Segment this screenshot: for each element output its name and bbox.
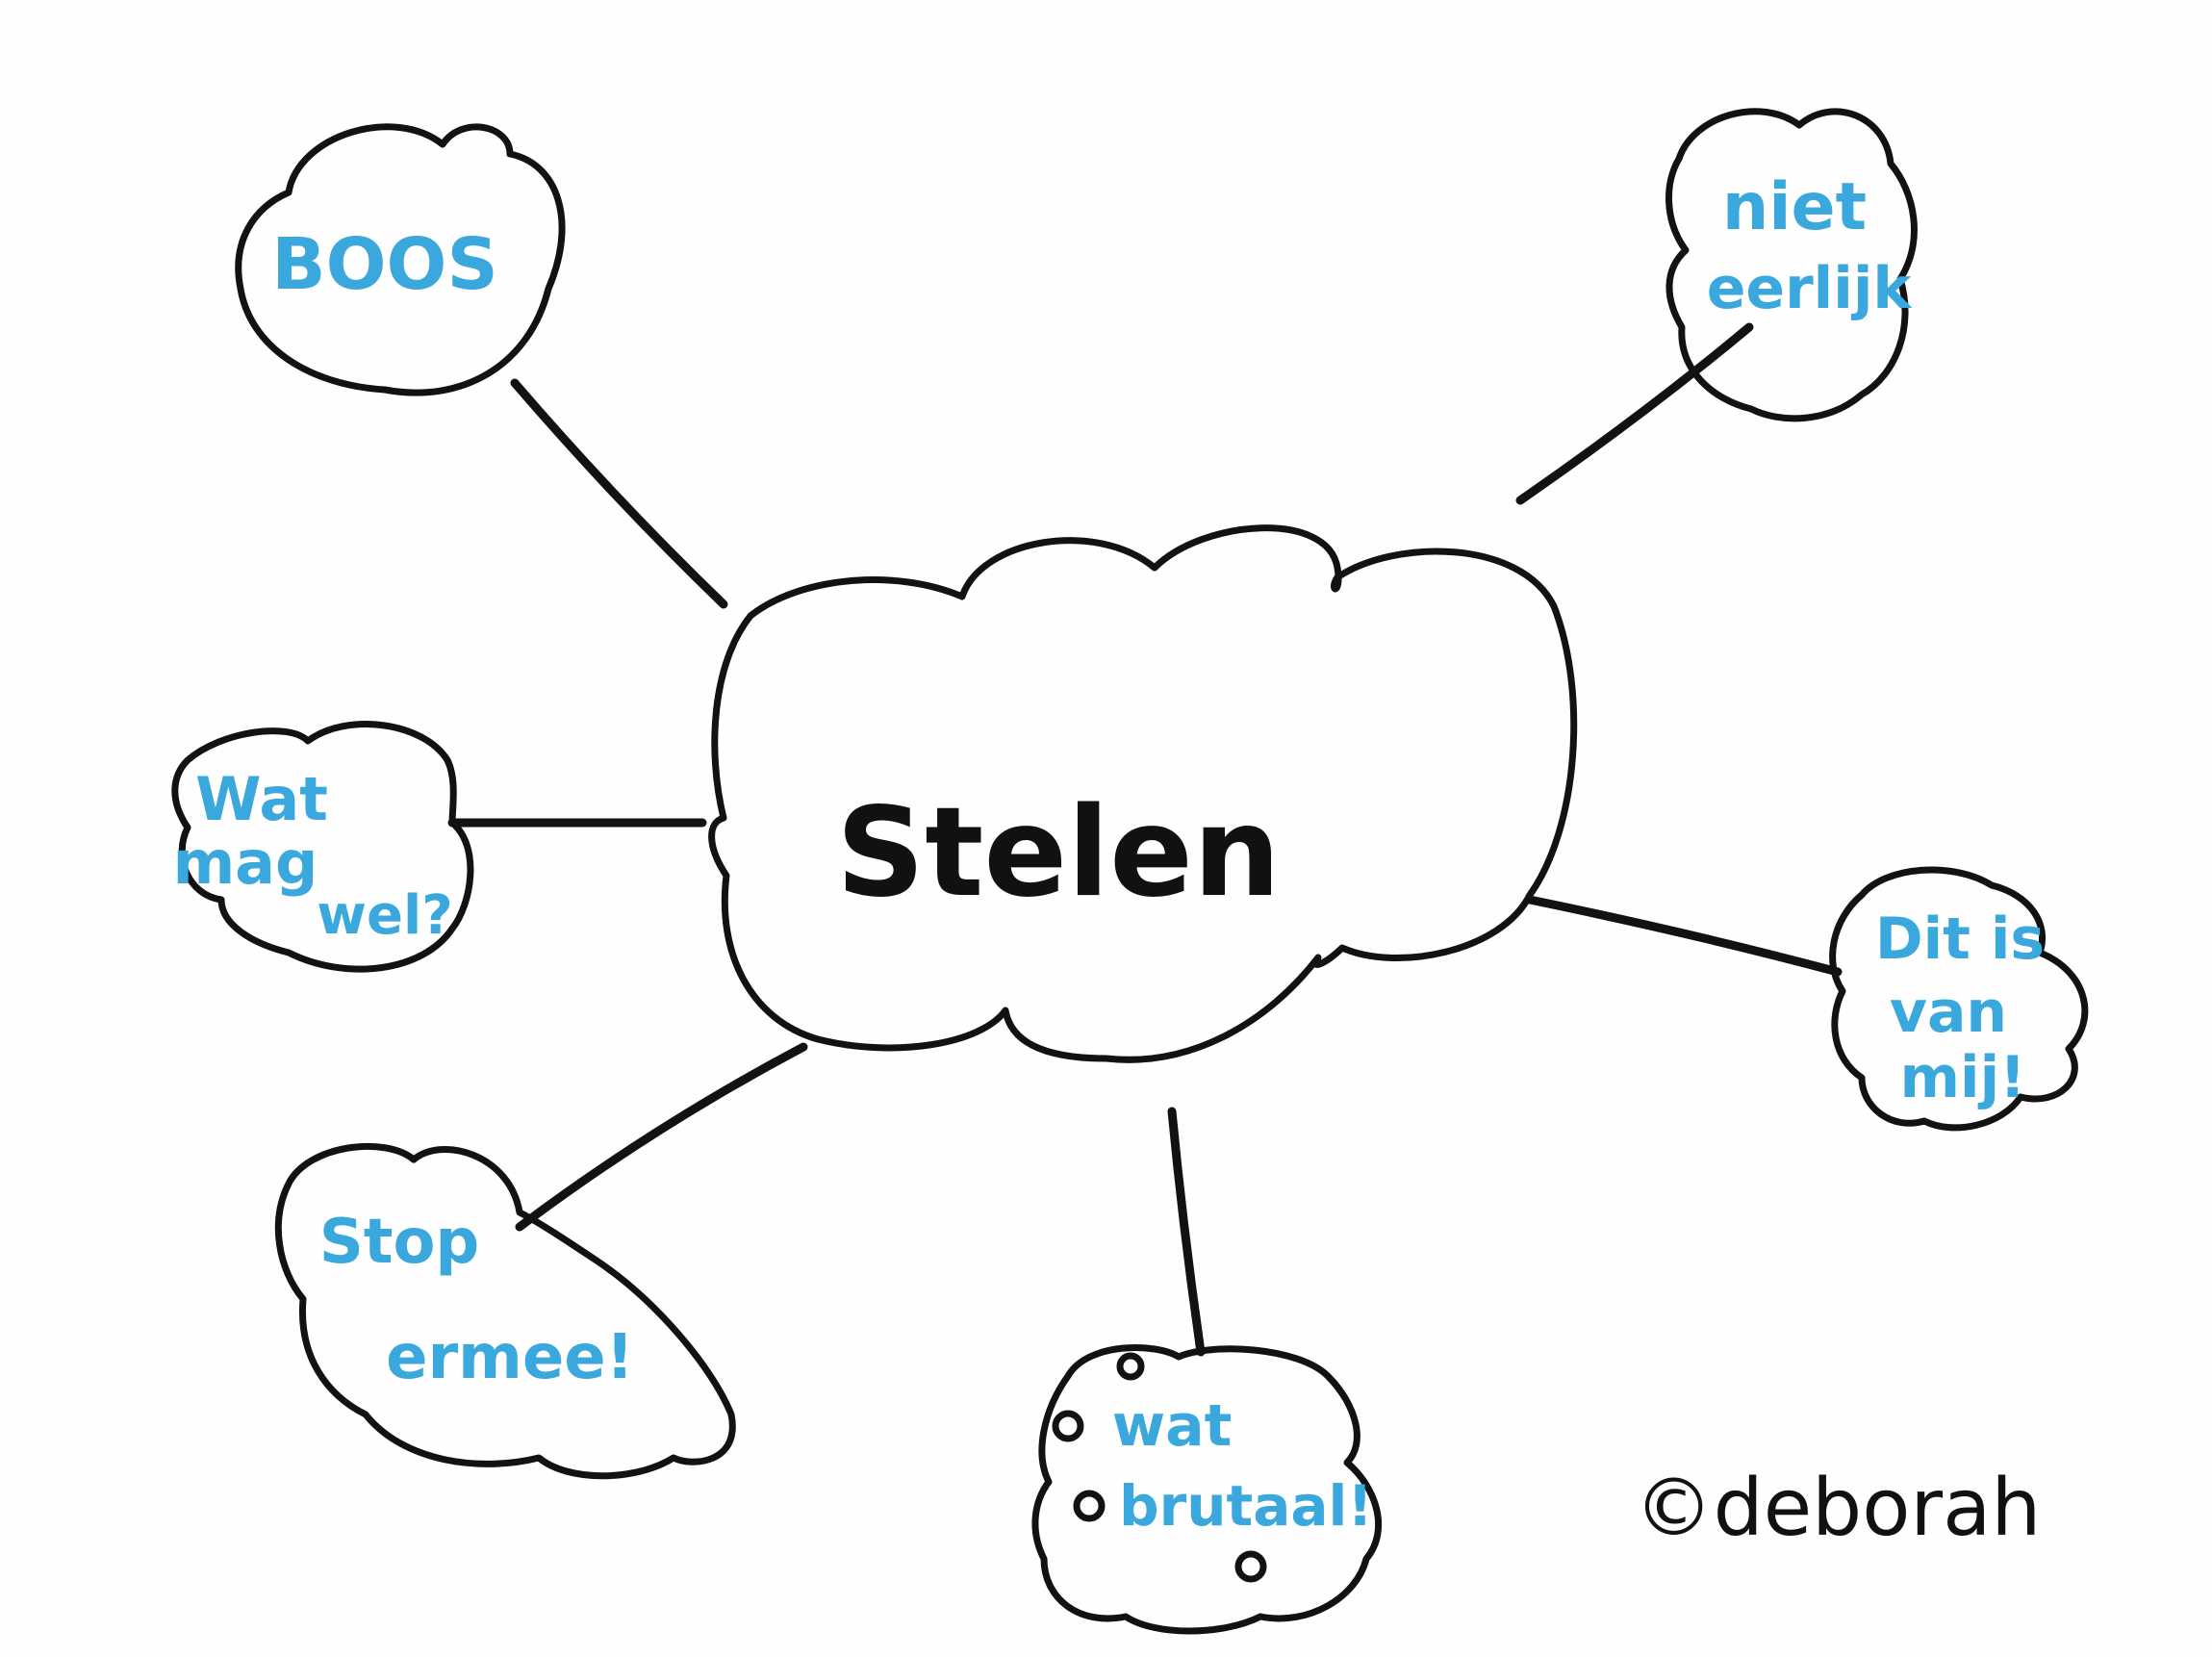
bubble-boos: BOOS: [235, 123, 566, 396]
bubble-niet-eerlijk: niet eerlijk: [1665, 108, 1918, 422]
bubble-stop-ermee: Stop ermee!: [274, 1142, 736, 1480]
connector-niet-eerlijk: [1515, 322, 1754, 505]
bubble-stop-ermee-cloud: [274, 1142, 736, 1480]
bubble-dit-is-van-mij: Dit is van mij!: [1829, 866, 2089, 1132]
bubble-niet-eerlijk-line-1: niet: [1722, 169, 1867, 245]
bubble-wat-brutaal-line-2: brutaal!: [1119, 1473, 1373, 1539]
center-label: Stelen: [836, 781, 1281, 925]
bubble-boos-line-1: BOOS: [271, 223, 498, 306]
bubble-stop-ermee-line-1: Stop: [319, 1207, 479, 1278]
bubble-niet-eerlijk-line-2: eerlijk: [1707, 255, 1914, 322]
bubble-wat-brutaal-curl: [1052, 1410, 1084, 1442]
bubble-wat-brutaal-cloud: [1031, 1344, 1383, 1635]
bubble-wat-mag-wel-line-1: Wat: [195, 764, 328, 834]
connector-wat-brutaal: [1167, 1107, 1206, 1357]
bubble-wat-mag-wel-cloud: [171, 721, 474, 973]
bubble-dit-is-van-mij-line-3: mij!: [1899, 1044, 2025, 1111]
bubble-dit-is-van-mij-line-2: van: [1890, 979, 2007, 1046]
bubble-wat-mag-wel-line-2: mag: [173, 828, 318, 898]
bubble-dit-is-van-mij-line-1: Dit is: [1875, 905, 2045, 973]
bubble-boos-cloud: [235, 123, 566, 396]
bubble-dit-is-van-mij-cloud: [1829, 866, 2089, 1132]
bubble-wat-brutaal-line-1: wat: [1112, 1392, 1233, 1460]
bubble-wat-mag-wel-line-3: wel?: [317, 884, 452, 947]
bubble-wat-brutaal-curl: [1116, 1352, 1145, 1381]
signature: ©deborah: [1635, 1463, 2042, 1554]
center-cloud: [708, 524, 1578, 1063]
bubble-wat-brutaal: wat brutaal!: [1031, 1344, 1383, 1635]
center-node: Stelen: [708, 524, 1578, 1063]
connector-dit-is-van-mij: [1525, 895, 1843, 977]
bubble-wat-mag-wel: Wat mag wel?: [171, 721, 474, 973]
bubble-wat-brutaal-curl: [1073, 1490, 1106, 1522]
connector-stop-ermee: [515, 1042, 808, 1232]
bubble-stop-ermee-line-2: ermee!: [386, 1322, 634, 1393]
connector-boos: [510, 378, 728, 609]
bubble-wat-brutaal-curl: [1234, 1550, 1267, 1583]
bubble-niet-eerlijk-cloud: [1665, 108, 1918, 422]
